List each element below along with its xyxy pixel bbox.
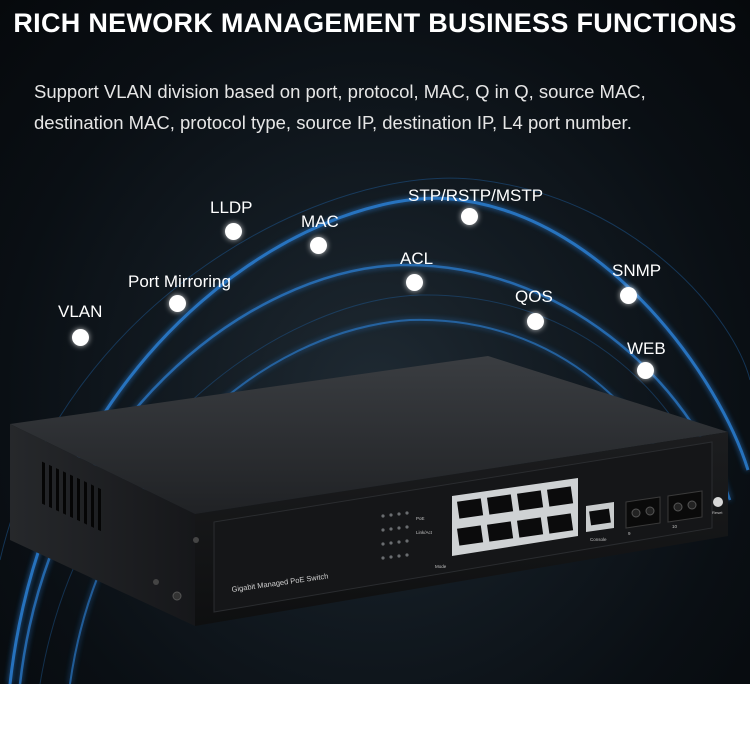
feature-label: LLDP (210, 198, 253, 217)
feature-dot-icon (310, 237, 327, 254)
feature-label: VLAN (58, 302, 103, 321)
vent-slots (42, 461, 101, 532)
feature-dot-icon (72, 329, 89, 346)
feature-dot-icon (225, 223, 242, 240)
feature-label: QOS (515, 287, 553, 306)
feature-dot-icon (169, 295, 186, 312)
console-port (586, 502, 614, 532)
sfp-ports (625, 490, 703, 529)
page-description: Support VLAN division based on port, pro… (34, 81, 646, 133)
feature-dot-icon (637, 362, 654, 379)
feature-label: SNMP (612, 261, 662, 280)
link-label: Link/Act (416, 530, 433, 535)
feature-label: ACL (400, 249, 434, 268)
network-switch-image: Gigabit Managed PoE Switch PoE Link/Act … (10, 356, 728, 626)
sfp1-label: 9 (628, 531, 631, 536)
switch-top (10, 356, 728, 514)
feature-label: Port Mirroring (128, 272, 231, 291)
feature-label: WEB (627, 339, 666, 358)
page-title: RICH NEWORK MANAGEMENT BUSINESS FUNCTION… (13, 8, 737, 38)
feature-dot-icon (406, 274, 423, 291)
feature-dot-icon (461, 208, 478, 225)
console-label: Console (590, 537, 607, 542)
banner: RICH NEWORK MANAGEMENT BUSINESS FUNCTION… (0, 0, 750, 684)
reset-button (713, 497, 723, 507)
rj45-ports (452, 478, 578, 556)
sfp2-label: 10 (672, 524, 678, 529)
feature-label: STP/RSTP/MSTP (408, 186, 544, 205)
feature-label: MAC (301, 212, 339, 231)
feature-dot-icon (620, 287, 637, 304)
mode-label: Mode (435, 564, 447, 569)
poe-label: PoE (416, 516, 425, 521)
reset-label: Reset (712, 510, 723, 515)
led-block (381, 511, 409, 560)
bottom-bar (0, 684, 750, 750)
feature-dot-icon (527, 313, 544, 330)
